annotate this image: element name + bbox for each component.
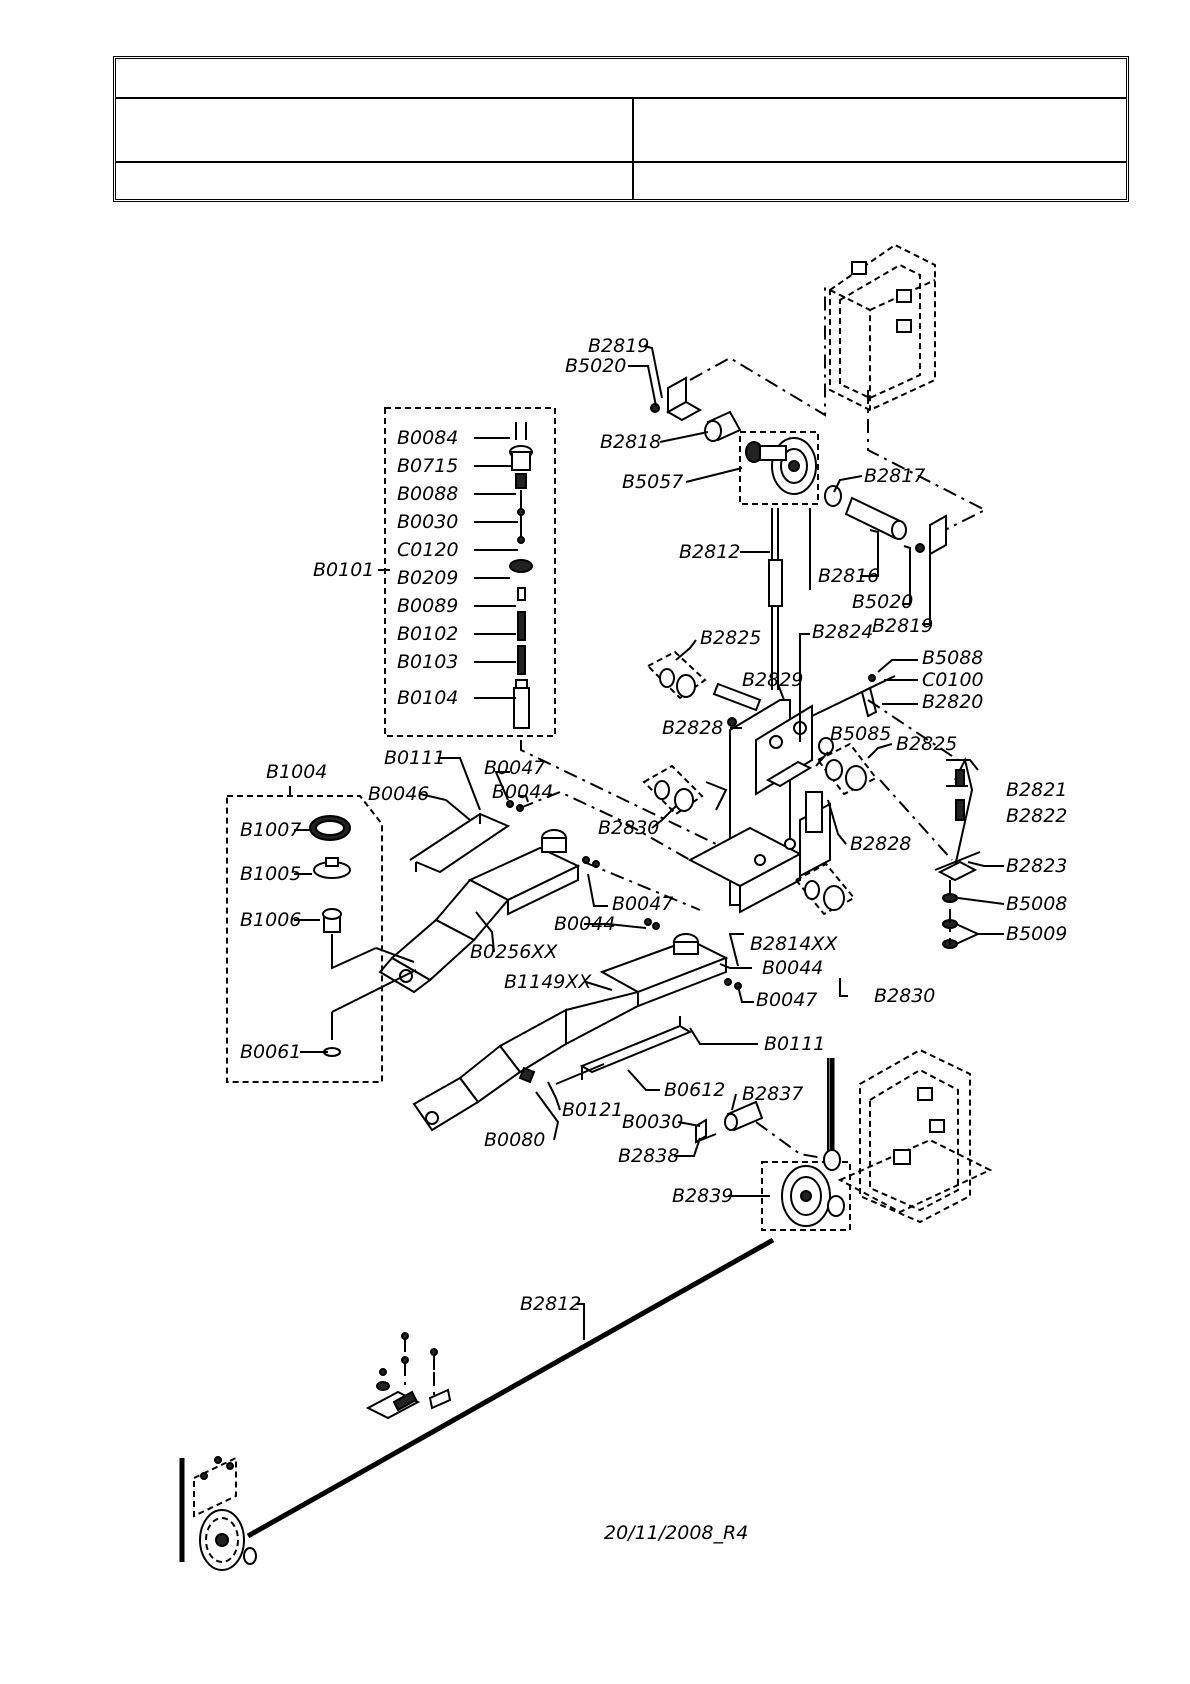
fork-arm-lower	[412, 933, 729, 1132]
label-b0030-low: B0030	[622, 1111, 683, 1133]
label-b5088: B5088	[922, 647, 983, 669]
label-b2816: B2816	[818, 565, 879, 587]
fastener-cluster	[365, 1332, 452, 1420]
label-b0111-top: B0111	[384, 747, 445, 769]
label-b2822: B2822	[1006, 805, 1067, 827]
roller-group-top	[646, 650, 762, 727]
label-b0061: B0061	[240, 1041, 301, 1063]
part-labels: B2819 B5020 B2818 B5057 B2817 B2812 B281…	[240, 335, 1067, 1315]
kit-b0101-box	[384, 407, 556, 737]
label-b2837: B2837	[742, 1083, 803, 1105]
fork-arm-upper	[378, 829, 581, 994]
roller-group-right	[816, 737, 878, 796]
pulley-lower	[781, 1149, 845, 1227]
label-b0044-top: B0044	[492, 781, 553, 803]
title-block-cell-left	[116, 97, 634, 161]
label-b5020-right: B5020	[852, 591, 913, 613]
label-b0088: B0088	[397, 483, 458, 505]
label-b2821: B2821	[1006, 779, 1067, 801]
label-b5008: B5008	[1006, 893, 1067, 915]
label-c0100: C0100	[922, 669, 984, 691]
label-b0044-low: B0044	[762, 957, 823, 979]
label-b2812-top: B2812	[679, 541, 740, 563]
label-b0256xx: B0256XX	[470, 941, 558, 963]
title-block-row-2	[116, 97, 1126, 163]
label-b2828-top: B2828	[662, 717, 723, 739]
label-b1004: B1004	[266, 761, 327, 783]
label-b2824: B2824	[812, 621, 873, 643]
label-b2828-right: B2828	[850, 833, 911, 855]
label-b0089: B0089	[397, 595, 458, 617]
label-b2825-right: B2825	[896, 733, 957, 755]
label-b2830-left: B2830	[598, 817, 659, 839]
label-b2818: B2818	[600, 431, 661, 453]
label-b5020-top: B5020	[565, 355, 626, 377]
label-b0047-low: B0047	[756, 989, 817, 1011]
title-block	[113, 56, 1129, 202]
pulley-lower-box	[761, 1161, 851, 1231]
label-b2812-low: B2812	[520, 1293, 581, 1315]
label-b0111-low: B0111	[764, 1033, 825, 1055]
label-b2819-top: B2819	[588, 335, 649, 357]
label-b0084: B0084	[397, 427, 458, 449]
label-b2825-top: B2825	[700, 627, 761, 649]
roller-group-left	[642, 764, 728, 816]
bottom-left-wheel	[179, 1456, 257, 1571]
bracket-top	[650, 376, 703, 422]
upper-housing-outline	[829, 243, 936, 412]
label-b2817: B2817	[864, 465, 925, 487]
title-block-cell-left-2	[116, 161, 634, 199]
label-b2823: B2823	[1006, 855, 1067, 877]
label-b0612: B0612	[664, 1079, 725, 1101]
label-b2838: B2838	[618, 1145, 679, 1167]
bracket-assembly	[687, 675, 896, 914]
label-b0102: B0102	[397, 623, 458, 645]
label-b0047-mid: B0047	[612, 893, 673, 915]
title-block-header	[116, 59, 1126, 99]
kit-b0101-parts	[509, 422, 533, 729]
revision-stamp: 20/11/2008_R4	[604, 1522, 749, 1544]
cable-lower	[246, 1237, 775, 1539]
label-b0209: B0209	[397, 567, 458, 589]
label-b2830-right: B2830	[874, 985, 935, 1007]
label-b2820: B2820	[922, 691, 983, 713]
label-b0047-top: B0047	[484, 757, 545, 779]
label-b2839: B2839	[672, 1185, 733, 1207]
title-block-row-3	[116, 161, 1126, 199]
label-b0030-top: B0030	[397, 511, 458, 533]
label-b2819-right: B2819	[872, 615, 933, 637]
roller-group-lower	[794, 862, 856, 916]
label-b5085: B5085	[830, 723, 891, 745]
label-b0715: B0715	[397, 455, 458, 477]
label-b0044-mid: B0044	[554, 913, 615, 935]
lower-housing-outline	[837, 1048, 993, 1224]
leader-lines	[289, 345, 1005, 1340]
label-b0121: B0121	[562, 1099, 623, 1121]
kit-b1004-box	[226, 795, 383, 1083]
label-c0120: C0120	[397, 539, 459, 561]
label-b0080: B0080	[484, 1129, 545, 1151]
label-b1149xx: B1149XX	[504, 971, 592, 993]
label-b2814xx: B2814XX	[750, 933, 838, 955]
label-b1005: B1005	[240, 863, 301, 885]
label-b1006: B1006	[240, 909, 301, 931]
label-b5057: B5057	[622, 471, 683, 493]
label-b2829: B2829	[742, 669, 803, 691]
kit-b1004-parts	[309, 815, 417, 1057]
label-b0103: B0103	[397, 651, 458, 673]
label-b0104: B0104	[397, 687, 458, 709]
label-b1007: B1007	[240, 819, 301, 841]
pulley-upper	[745, 437, 817, 495]
label-b0101: B0101	[313, 559, 374, 581]
label-b0046: B0046	[368, 783, 429, 805]
label-b5009: B5009	[1006, 923, 1067, 945]
